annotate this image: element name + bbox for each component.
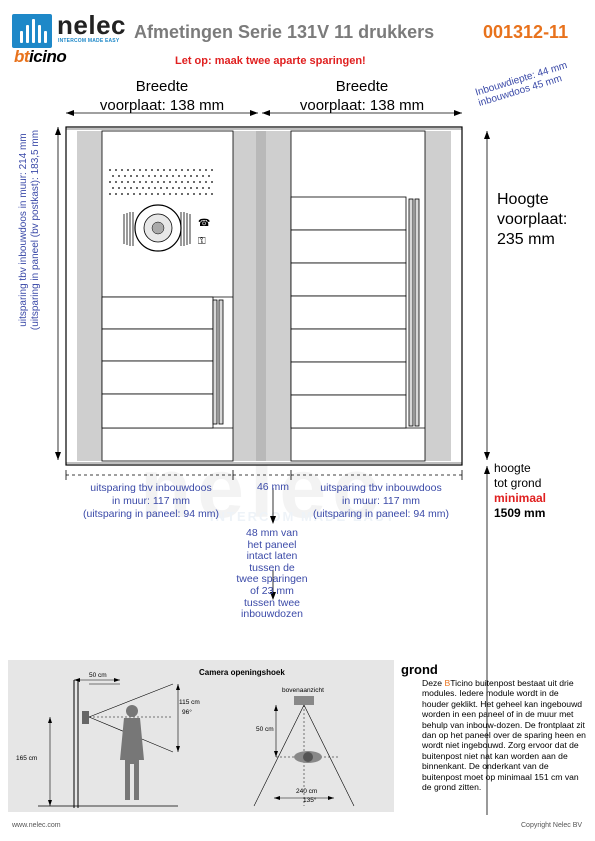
- camera-angle-panel: [8, 660, 394, 812]
- footer-copyright: Copyright Nelec BV: [521, 822, 583, 829]
- camera-height-ground: 165 cm: [16, 755, 38, 762]
- ground-heading: grond: [401, 662, 438, 677]
- watermark-tagline: INTERCOM MADE EASY: [210, 509, 397, 524]
- footer-url: www.nelec.com: [12, 822, 61, 829]
- top-view-label: bovenaanzicht: [282, 687, 324, 694]
- gap-label: 46 mm: [256, 481, 290, 493]
- partner-logo: bticino: [14, 47, 67, 66]
- nelec-logo-icon: [12, 14, 52, 48]
- camera-angle-diagram: [38, 678, 355, 808]
- warning-text: Let op: maak twee aparte sparingen!: [175, 55, 366, 67]
- camera-height-label: 115 cm: [179, 699, 200, 706]
- svg-text:☎: ☎: [198, 218, 210, 229]
- brand-tagline: INTERCOM MADE EASY: [58, 38, 120, 44]
- description-text: Deze BTicino buitenpost bestaat uit drie…: [422, 678, 586, 793]
- camera-dist-side: 50 cm: [256, 726, 274, 733]
- camera-width-label: 240 cm: [296, 788, 318, 795]
- svg-text:⚿: ⚿: [198, 236, 206, 247]
- product-code: 001312-11: [483, 22, 569, 42]
- camera-angle-vertical: 96°: [182, 709, 192, 716]
- camera-dist-top: 50 cm: [89, 672, 107, 679]
- page-title: Afmetingen Serie 131V 11 drukkers: [134, 22, 435, 42]
- brand-name: nelec: [57, 10, 126, 40]
- camera-angle-horizontal: 135°: [303, 797, 317, 804]
- ground-height-label: hoogte tot grond minimaal 1509 mm: [494, 461, 547, 520]
- camera-panel-title: Camera openingshoek: [199, 668, 285, 677]
